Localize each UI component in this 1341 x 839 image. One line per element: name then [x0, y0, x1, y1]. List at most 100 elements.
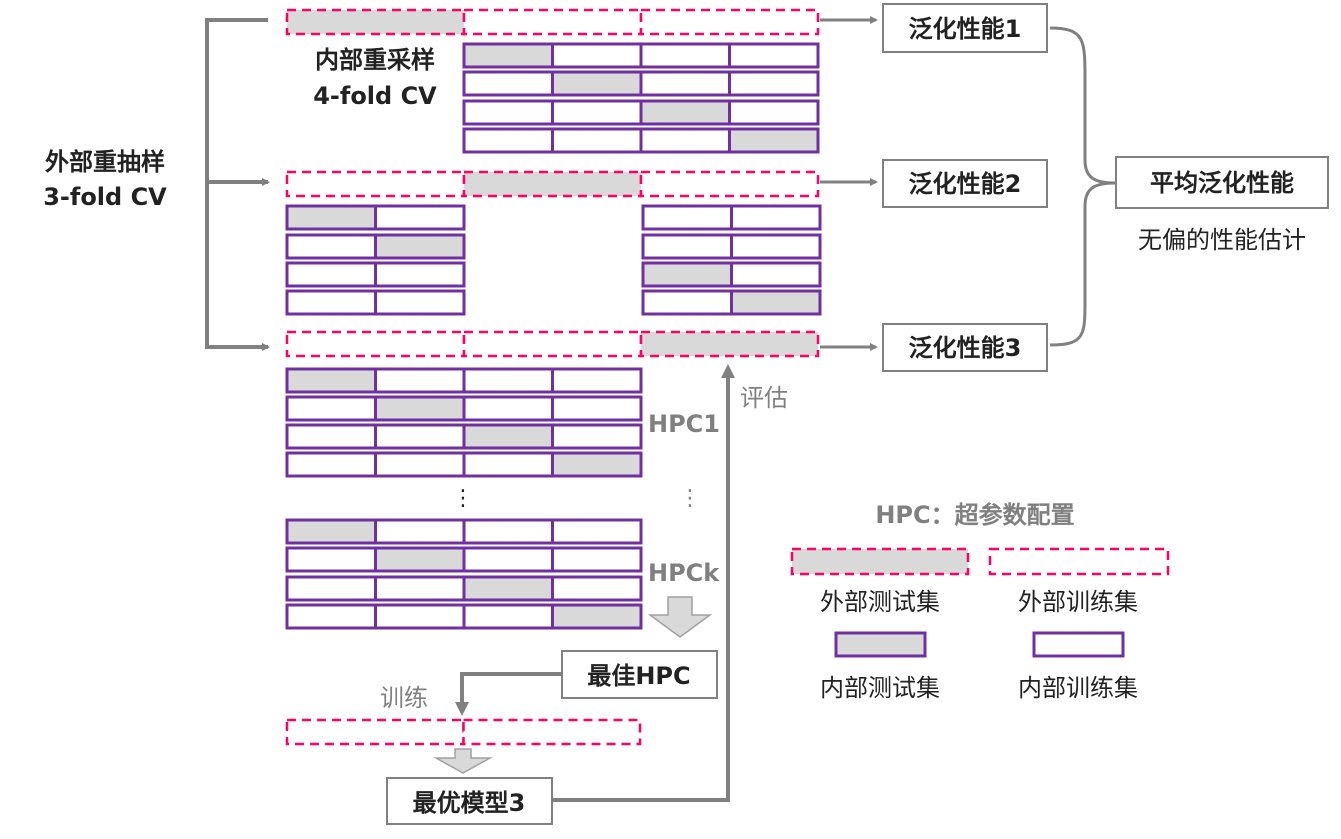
performance-box-2: [882, 159, 1048, 208]
inner-train-fold: [639, 70, 731, 97]
inner-train-fold: [462, 99, 554, 126]
outer-train-fold: [639, 170, 820, 198]
legend-inner-test-label: 内部测试集: [820, 674, 940, 702]
inner-test-fold: [462, 42, 554, 69]
performance-label-1: 泛化性能1: [909, 15, 1022, 43]
inner-train-fold: [462, 127, 554, 154]
inner-test-fold: [641, 261, 733, 288]
inner-train-fold: [374, 289, 466, 316]
average-box: [1115, 156, 1329, 209]
inner-train-fold: [285, 423, 377, 450]
inner-train-fold: [374, 261, 466, 288]
inner-test-fold: [551, 451, 643, 478]
inner-test-fold: [374, 546, 466, 573]
outer-train-fold: [462, 330, 643, 358]
inner-train-fold: [551, 99, 643, 126]
legend-outer-test-label: 外部测试集: [820, 588, 940, 616]
inner-train-fold: [374, 423, 466, 450]
inner-test-fold: [285, 204, 377, 231]
outer-train-fold: [285, 170, 466, 198]
performance-box-3: [882, 323, 1048, 372]
inner-train-fold: [551, 518, 643, 545]
inner-train-fold: [285, 451, 377, 478]
performance-label-2: 泛化性能2: [909, 170, 1022, 198]
inner-train-fold: [551, 127, 643, 154]
inner-train-fold: [285, 575, 377, 602]
inner-test-fold: [551, 603, 643, 630]
inner-train-fold: [462, 367, 554, 394]
evaluate-arrow: [552, 364, 735, 802]
best-model-box: [386, 777, 553, 825]
inner-train-fold: [641, 233, 733, 260]
inner-train-fold: [730, 204, 822, 231]
inner-train-fold: [551, 367, 643, 394]
inner-test-fold: [462, 575, 554, 602]
outer-test-fold: [462, 170, 643, 198]
legend-outer-train-swatch: [988, 547, 1170, 576]
inner-train-fold: [462, 70, 554, 97]
fold-grids: [285, 8, 822, 746]
inner-train-fold: [641, 204, 733, 231]
inner-train-fold: [462, 451, 554, 478]
legend-title: HPC：超参数配置: [875, 501, 1074, 529]
legend-outer-test-swatch: [790, 547, 970, 576]
brace: [1049, 26, 1116, 347]
inner-test-fold: [551, 70, 643, 97]
performance-label-3: 泛化性能3: [909, 334, 1022, 362]
outer-train-fold: [639, 8, 820, 36]
outer-train-fold: [285, 330, 466, 358]
inner-train-fold: [728, 99, 820, 126]
inner-train-fold: [374, 367, 466, 394]
inner-train-fold: [551, 575, 643, 602]
inner-train-fold: [285, 603, 377, 630]
inner-train-fold: [374, 451, 466, 478]
outer-train-fold: [462, 8, 643, 36]
inner-train-fold: [641, 289, 733, 316]
performance-arrows: [820, 16, 878, 351]
inner-train-fold: [374, 603, 466, 630]
inner-train-fold: [551, 423, 643, 450]
outer-cv-subtitle: 3-fold CV: [43, 183, 167, 211]
inner-train-fold: [374, 575, 466, 602]
outer-test-fold: [285, 8, 466, 36]
best-hpc-label: 最佳HPC: [587, 662, 690, 690]
inner-train-fold: [639, 42, 731, 69]
outer-cv-title: 外部重抽样: [45, 148, 165, 176]
down-arrow-icon: [647, 596, 713, 638]
ellipsis-dots: ⋮: [452, 486, 474, 511]
inner-train-fold: [285, 395, 377, 422]
best-model-label: 最优模型3: [413, 789, 526, 817]
legend-outer-train-label: 外部训练集: [1018, 588, 1138, 616]
down-arrow-icon: [433, 748, 493, 774]
inner-cv-title: 内部重采样: [315, 46, 435, 74]
inner-train-fold: [462, 518, 554, 545]
inner-train-fold: [551, 546, 643, 573]
inner-train-fold: [285, 261, 377, 288]
inner-train-fold: [462, 603, 554, 630]
inner-train-fold: [551, 395, 643, 422]
hpc1-label: HPC1: [648, 410, 720, 438]
inner-test-fold: [730, 289, 822, 316]
inner-train-fold: [730, 261, 822, 288]
average-note: 无偏的性能估计: [1138, 226, 1306, 254]
inner-test-fold: [728, 127, 820, 154]
inner-train-fold: [374, 518, 466, 545]
inner-train-fold: [462, 546, 554, 573]
inner-test-fold: [374, 233, 466, 260]
inner-train-fold: [374, 204, 466, 231]
inner-cv-subtitle: 4-fold CV: [313, 82, 437, 110]
inner-train-fold: [730, 233, 822, 260]
inner-train-fold: [285, 289, 377, 316]
inner-test-fold: [462, 423, 554, 450]
legend-inner-test-swatch: [834, 631, 927, 658]
train-label: 训练: [380, 684, 428, 712]
performance-box-1: [882, 3, 1048, 53]
average-label: 平均泛化性能: [1150, 169, 1294, 197]
legend-inner-train-swatch: [1032, 631, 1125, 658]
legend-inner-train-label: 内部训练集: [1018, 674, 1138, 702]
evaluate-label: 评估: [740, 384, 788, 412]
train-arrow: [455, 672, 562, 716]
outer-train-fold: [285, 718, 465, 746]
inner-train-fold: [551, 42, 643, 69]
inner-test-fold: [285, 518, 377, 545]
